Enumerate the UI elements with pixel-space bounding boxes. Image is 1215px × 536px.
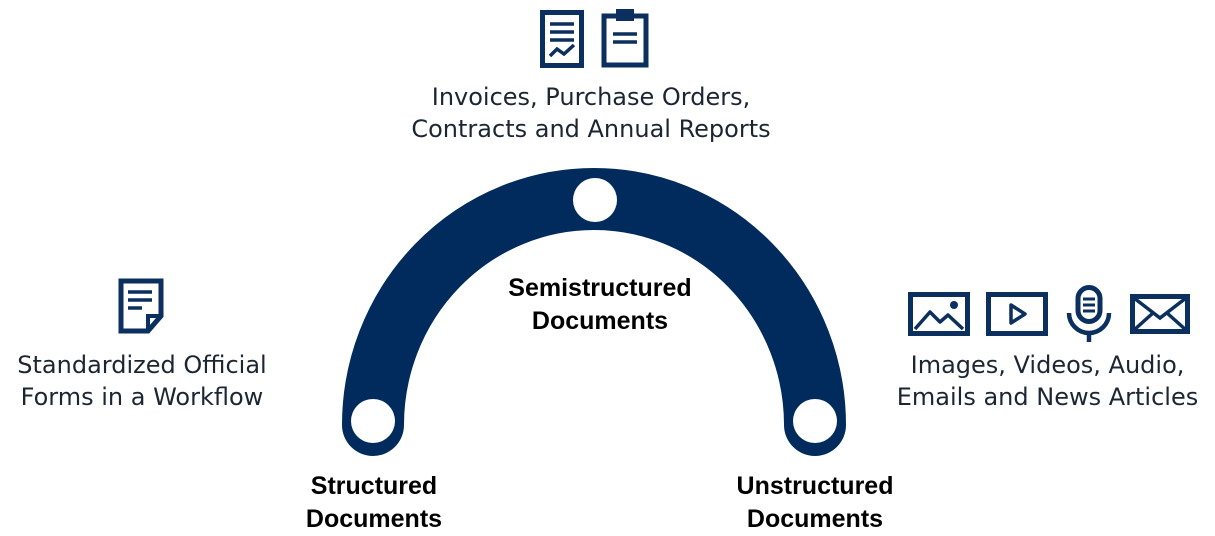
unstructured-description-line-1: Images, Videos, Audio, xyxy=(910,351,1185,379)
email-icon xyxy=(1130,294,1190,334)
structured-label-line-1: Structured xyxy=(310,472,438,500)
semistructured-description: Invoices, Purchase Orders, Contracts and… xyxy=(391,81,791,145)
unstructured-description: Images, Videos, Audio, Emails and News A… xyxy=(880,349,1215,413)
semistructured-label: Semistructured Documents xyxy=(470,272,730,338)
semistructured-description-line-1: Invoices, Purchase Orders, xyxy=(431,83,751,111)
unstructured-label-line-1: Unstructured xyxy=(736,472,894,500)
unstructured-label-line-2: Documents xyxy=(746,505,884,533)
structured-node xyxy=(351,399,395,443)
structured-description-line-1: Standardized Official xyxy=(17,351,267,379)
form-document-icon xyxy=(118,278,164,334)
semistructured-label-line-1: Semistructured xyxy=(508,274,692,302)
unstructured-description-line-2: Emails and News Articles xyxy=(896,383,1199,411)
semistructured-label-line-2: Documents xyxy=(531,307,669,335)
video-icon xyxy=(986,292,1048,336)
structured-description: Standardized Official Forms in a Workflo… xyxy=(0,349,284,413)
structured-label-line-2: Documents xyxy=(305,505,443,533)
report-chart-document-icon xyxy=(540,10,584,68)
semistructured-description-line-2: Contracts and Annual Reports xyxy=(411,115,771,143)
structured-description-line-2: Forms in a Workflow xyxy=(20,383,264,411)
unstructured-label: Unstructured Documents xyxy=(700,470,930,536)
clipboard-icon xyxy=(601,9,649,68)
semistructured-node xyxy=(573,178,617,222)
microphone-icon xyxy=(1066,285,1112,342)
structured-label: Structured Documents xyxy=(264,470,484,536)
image-icon xyxy=(908,292,970,336)
unstructured-node xyxy=(793,399,837,443)
